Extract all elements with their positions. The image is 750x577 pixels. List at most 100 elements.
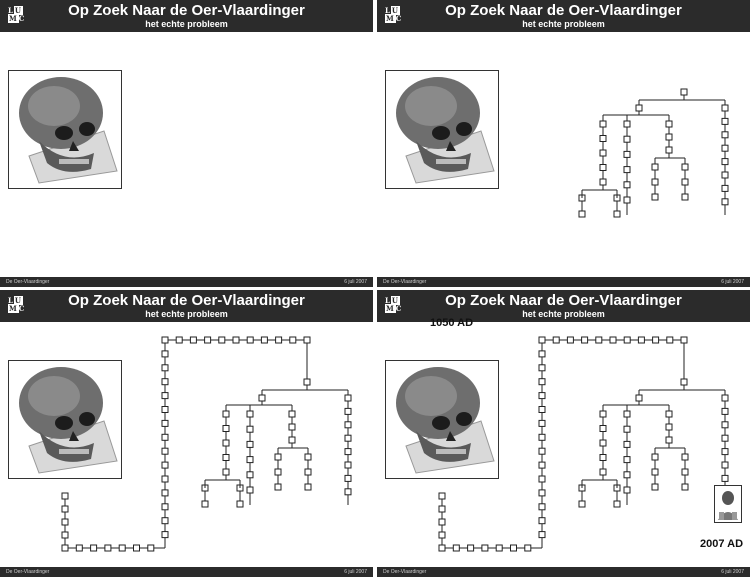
tree-node <box>162 518 168 524</box>
tree-node <box>525 545 531 551</box>
tree-node <box>261 337 267 343</box>
tree-node <box>304 379 310 385</box>
tree-node <box>666 147 672 153</box>
tree-node <box>162 407 168 413</box>
tree-node <box>624 197 630 203</box>
tree-node <box>666 437 672 443</box>
tree-node <box>722 185 728 191</box>
tree-node <box>682 454 688 460</box>
tree-node <box>223 440 229 446</box>
tree-node <box>539 365 545 371</box>
tree-node <box>652 179 658 185</box>
tree-node <box>624 121 630 127</box>
tree-node <box>682 194 688 200</box>
tree-node <box>652 194 658 200</box>
tree-node <box>162 476 168 482</box>
slide-footer: De Oer-Vlaardinger 6 juli 2007 <box>377 567 750 577</box>
tree-node <box>722 422 728 428</box>
tree-node <box>722 435 728 441</box>
tree-node <box>247 457 253 463</box>
tree-node <box>582 337 588 343</box>
tree-node <box>162 448 168 454</box>
tree-node <box>289 437 295 443</box>
tree-node <box>681 337 687 343</box>
tree-node <box>539 393 545 399</box>
tree-node <box>600 150 606 156</box>
footer-date: 6 juli 2007 <box>721 567 744 577</box>
tree-node <box>624 411 630 417</box>
tree-node <box>722 462 728 468</box>
tree-node <box>722 408 728 414</box>
tree-node <box>579 501 585 507</box>
tree-node <box>638 337 644 343</box>
tree-node <box>722 145 728 151</box>
tree-node <box>162 365 168 371</box>
footer-left: De Oer-Vlaardinger <box>383 277 426 287</box>
tree-node <box>345 435 351 441</box>
footer-left: De Oer-Vlaardinger <box>383 567 426 577</box>
slide-subtitle: het echte probleem <box>0 19 373 29</box>
tree-node <box>539 337 545 343</box>
tree-node <box>636 395 642 401</box>
tree-node <box>624 457 630 463</box>
tree-node <box>345 395 351 401</box>
tree-node <box>539 462 545 468</box>
tree-node <box>722 105 728 111</box>
tree-node <box>539 448 545 454</box>
tree-node <box>202 501 208 507</box>
tree-node <box>624 167 630 173</box>
tree-node <box>275 469 281 475</box>
tree-node <box>237 501 243 507</box>
tree-node <box>666 121 672 127</box>
tree-node <box>439 545 445 551</box>
tree-node <box>162 379 168 385</box>
footer-date: 6 juli 2007 <box>344 277 367 287</box>
tree-node <box>76 545 82 551</box>
tree-node <box>482 545 488 551</box>
tree-node <box>624 472 630 478</box>
tree-node <box>722 118 728 124</box>
tree-node <box>567 337 573 343</box>
slide-title: Op Zoek Naar de Oer-Vlaardinger <box>0 2 373 19</box>
skull-photo <box>8 70 122 189</box>
tree-node <box>682 164 688 170</box>
tree-node <box>722 132 728 138</box>
tree-node <box>162 462 168 468</box>
tree-node <box>176 337 182 343</box>
tree-node <box>162 504 168 510</box>
tree-node <box>290 337 296 343</box>
tree-node <box>345 462 351 468</box>
tree-node <box>305 454 311 460</box>
tree-node <box>233 337 239 343</box>
tree-node <box>62 532 68 538</box>
tree-node <box>205 337 211 343</box>
tree-node <box>624 487 630 493</box>
tree-node <box>247 441 253 447</box>
tree-node <box>600 469 606 475</box>
tree-node <box>722 449 728 455</box>
tree-node <box>453 545 459 551</box>
tree-node <box>539 504 545 510</box>
tree-node <box>539 407 545 413</box>
tree-node <box>600 440 606 446</box>
slide-footer: De Oer-Vlaardinger 6 juli 2007 <box>377 277 750 287</box>
tree-node <box>539 434 545 440</box>
skull-icon <box>9 71 121 188</box>
footer-left: De Oer-Vlaardinger <box>6 277 49 287</box>
tree-node <box>162 337 168 343</box>
tree-node <box>275 454 281 460</box>
tree-node <box>624 182 630 188</box>
tree-node <box>223 426 229 432</box>
tree-node <box>539 476 545 482</box>
tree-node <box>600 179 606 185</box>
tree-node <box>468 545 474 551</box>
footer-left: De Oer-Vlaardinger <box>6 567 49 577</box>
tree-node <box>539 420 545 426</box>
tree-node <box>539 532 545 538</box>
tree-node <box>511 545 517 551</box>
tree-node <box>600 121 606 127</box>
tree-node <box>652 484 658 490</box>
tree-node <box>600 411 606 417</box>
tree-node <box>624 426 630 432</box>
tree-node <box>722 199 728 205</box>
